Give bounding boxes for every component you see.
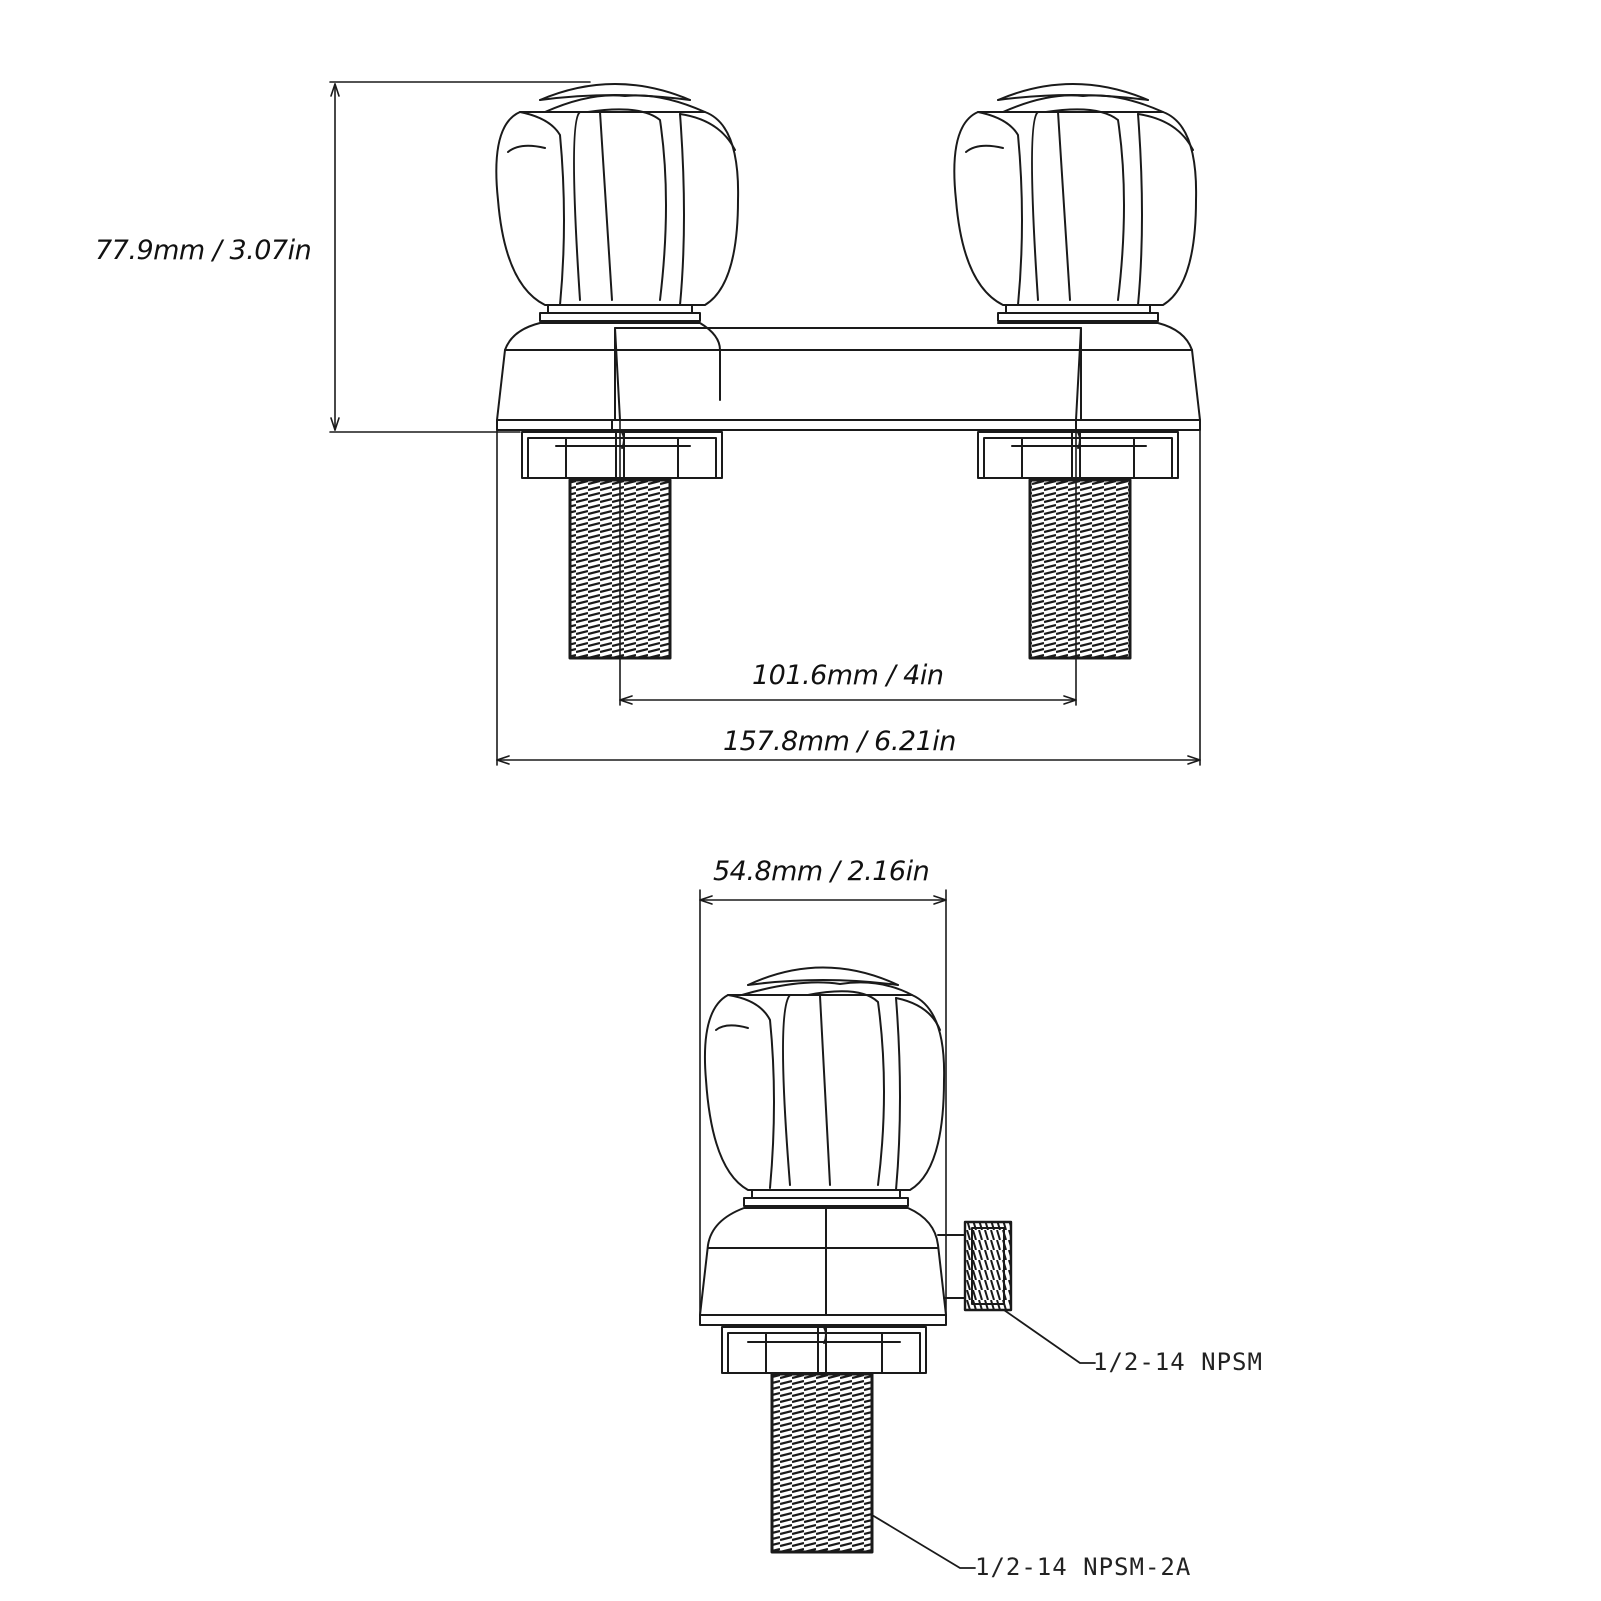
side-depth-dimension-lines <box>699 889 947 1316</box>
bottom-inlet-leader-line <box>871 1514 976 1569</box>
height-dimension-lines <box>329 81 591 433</box>
side-outlet-connector <box>963 1220 1013 1312</box>
side-outlet-thread-label: 1/2-14 NPSM <box>1093 1348 1263 1376</box>
center-spacing-dimension-label: 101.6mm / 4in <box>752 660 944 691</box>
left-handle-knob <box>495 83 740 322</box>
bottom-inlet-thread-label: 1/2-14 NPSM-2A <box>975 1553 1192 1581</box>
right-mounting-nut <box>977 431 1179 479</box>
side-depth-dimension-label: 54.8mm / 2.16in <box>713 856 930 887</box>
faucet-base-body <box>496 322 1201 433</box>
side-view <box>699 966 1013 1554</box>
height-dimension-label: 77.9mm / 3.07in <box>95 235 312 266</box>
front-view <box>495 83 1201 660</box>
side-outlet-leader-line <box>1003 1309 1096 1364</box>
side-handle-knob <box>703 966 946 1207</box>
left-mounting-nut <box>521 431 723 479</box>
overall-width-dimension-label: 157.8mm / 6.21in <box>723 726 956 757</box>
side-mounting-nut <box>721 1326 927 1374</box>
center-spacing-dimension-lines <box>619 419 1077 706</box>
side-threaded-shank <box>770 1372 874 1554</box>
right-handle-knob <box>953 83 1198 322</box>
side-valve-body <box>699 1207 966 1326</box>
right-threaded-shank <box>1028 478 1132 660</box>
overall-width-dimension-lines <box>496 429 1201 766</box>
